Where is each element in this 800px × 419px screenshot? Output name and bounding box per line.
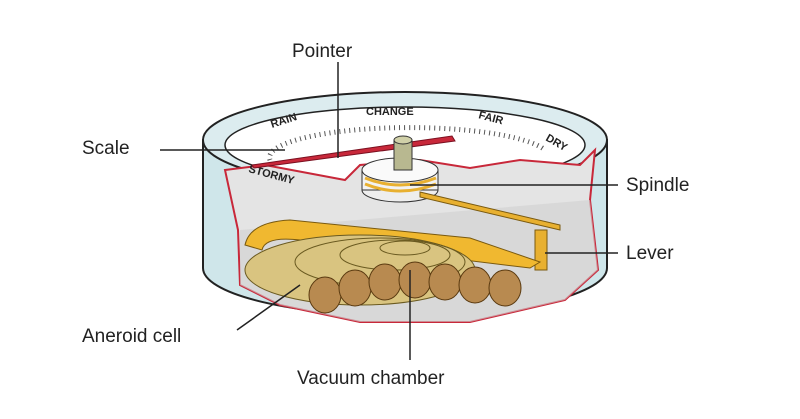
leader-lines <box>160 62 618 360</box>
label-scale: Scale <box>82 138 130 159</box>
label-lever: Lever <box>626 243 674 264</box>
label-spindle: Spindle <box>626 175 689 196</box>
dial-change: CHANGE <box>366 106 414 118</box>
label-aneroid-cell: Aneroid cell <box>82 326 181 347</box>
label-vacuum-chamber: Vacuum chamber <box>297 368 445 389</box>
vacuum-chamber <box>308 261 522 314</box>
label-pointer: Pointer <box>292 41 353 62</box>
